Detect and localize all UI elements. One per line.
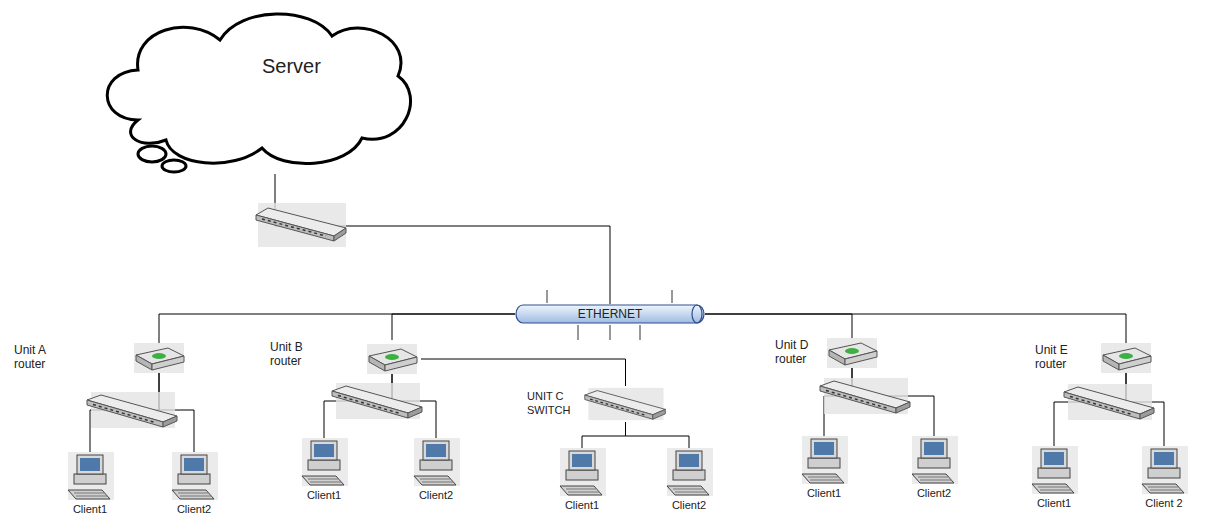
- client-label: Client1: [73, 503, 107, 516]
- unit-label-box: Unit D router: [775, 338, 823, 366]
- router-node: Unit B router: [270, 340, 421, 374]
- cloud-outline: [80, 2, 420, 174]
- unit-switch: [332, 383, 422, 419]
- unit-switch: [1064, 384, 1154, 420]
- client-node: Client1: [1019, 446, 1089, 510]
- computer-icon: [408, 438, 464, 488]
- router-icon: [134, 343, 184, 373]
- network-link: [705, 314, 852, 338]
- router-icon: [827, 338, 877, 368]
- computer-icon: [1142, 446, 1188, 494]
- computer-icon: [560, 448, 606, 496]
- unit-label: Unit A router: [14, 343, 62, 371]
- client-label: Client2: [917, 487, 951, 500]
- unit-label: Unit D router: [775, 338, 823, 366]
- unit-switch: [820, 378, 910, 414]
- computer-icon: [1032, 446, 1078, 494]
- cloud-bubble: [162, 160, 186, 172]
- client-node: Client2: [899, 436, 969, 500]
- network-link: [421, 359, 626, 386]
- unit-label-box: UNIT C SWITCH: [527, 386, 581, 417]
- unit-label: Unit E router: [1035, 343, 1083, 371]
- computer-icon: [796, 436, 852, 486]
- router-node: Unit E router: [1035, 343, 1155, 373]
- client-node: Client2: [159, 452, 229, 516]
- network-link: [392, 314, 515, 340]
- server-label: Server: [262, 54, 321, 78]
- network-link: [582, 422, 626, 448]
- ethernet-bus: ETHERNET: [515, 304, 705, 324]
- computer-icon: [802, 436, 848, 484]
- bus-cylinder: [516, 305, 704, 323]
- server-switch: [256, 203, 346, 247]
- computer-icon: [667, 448, 713, 496]
- client-label: Client2: [177, 503, 211, 516]
- bus-cap: [692, 305, 702, 323]
- client-node: Client1: [547, 448, 617, 512]
- unit-label-box: Unit E router: [1035, 343, 1083, 371]
- router-icon: [367, 344, 417, 374]
- computer-icon: [68, 452, 114, 500]
- router-node: Unit D router: [775, 338, 881, 368]
- client-node: Client1: [289, 438, 359, 502]
- router-icon: [823, 338, 881, 368]
- client-label: Client 2: [1145, 497, 1182, 510]
- bus-label: ETHERNET: [515, 304, 705, 324]
- router-icon: [1101, 343, 1151, 373]
- computer-icon: [554, 448, 610, 498]
- unit-label-box: Unit A router: [14, 343, 62, 371]
- client-node: Client1: [789, 436, 859, 500]
- cloud-bubble: [138, 146, 166, 162]
- unit-label-box: Unit B router: [270, 340, 318, 368]
- computer-icon: [302, 438, 348, 486]
- computer-icon: [912, 436, 958, 484]
- router-icon: [130, 343, 188, 373]
- client-label: Client1: [565, 499, 599, 512]
- client-node: Client2: [401, 438, 471, 502]
- client-node: Client2: [654, 448, 724, 512]
- router-icon: [1097, 343, 1155, 373]
- computer-icon: [1136, 446, 1192, 496]
- network-link: [159, 314, 515, 343]
- client-label: Client1: [807, 487, 841, 500]
- client-node: Client1: [55, 452, 125, 516]
- switch-icon: [585, 388, 666, 420]
- network-link: [626, 422, 690, 448]
- computer-icon: [166, 452, 222, 502]
- computer-icon: [172, 452, 218, 500]
- client-label: Client1: [1037, 497, 1071, 510]
- computer-icon: [62, 452, 118, 502]
- router-node: Unit A router: [14, 343, 188, 373]
- computer-icon: [661, 448, 717, 498]
- unit-label: UNIT C SWITCH: [527, 389, 581, 417]
- computer-icon: [906, 436, 962, 486]
- cloud-node: Server: [80, 2, 420, 174]
- router-icon: [363, 344, 421, 374]
- cloud-outline: [107, 14, 410, 164]
- computer-icon: [414, 438, 460, 486]
- switch-node: UNIT C SWITCH: [527, 386, 668, 422]
- client-node: Client 2: [1129, 446, 1199, 510]
- client-label: Client2: [672, 499, 706, 512]
- client-label: Client1: [307, 489, 341, 502]
- computer-icon: [296, 438, 352, 488]
- network-link: [705, 314, 1126, 343]
- client-label: Client2: [419, 489, 453, 502]
- unit-switch: [87, 392, 177, 428]
- computer-icon: [1026, 446, 1082, 496]
- unit-label: Unit B router: [270, 340, 318, 368]
- switch-icon: [583, 386, 668, 422]
